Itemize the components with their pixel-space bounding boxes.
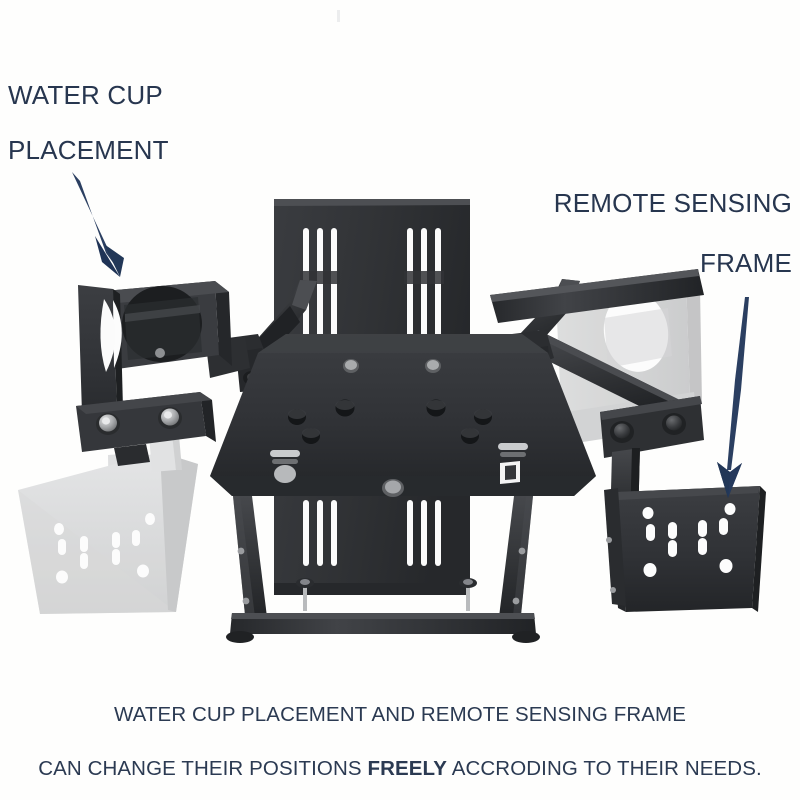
mounting-bolt <box>96 413 120 435</box>
remote-sensing-frame-plate-right <box>600 396 766 612</box>
arrow-down-icon <box>717 297 749 498</box>
caption-line-2: CAN CHANGE THEIR POSITIONS FREELY ACCROD… <box>0 757 800 781</box>
annotation-remote-sensing-line1: REMOTE SENSING <box>553 188 792 218</box>
caption-line2-before: CAN CHANGE THEIR POSITIONS <box>38 757 368 780</box>
mounting-bolt <box>158 407 182 429</box>
adjust-knob <box>459 578 477 611</box>
arrow-down-right-icon <box>72 172 124 277</box>
base-frame-legs <box>226 496 540 643</box>
annotation-remote-sensing-line2: FRAME <box>700 248 792 278</box>
cup-holder-bracket-left <box>76 281 232 466</box>
caption-emphasis-freely: FREELY <box>367 757 448 780</box>
adjust-knob <box>296 578 314 611</box>
annotation-water-cup-line2: PLACEMENT <box>8 135 169 165</box>
caption-line-1: WATER CUP PLACEMENT AND REMOTE SENSING F… <box>113 703 687 726</box>
seat-bolt <box>425 359 441 373</box>
seat-mounting-plate <box>210 334 596 497</box>
scan-artifact <box>337 10 340 22</box>
seat-bolt <box>343 359 359 373</box>
annotation-water-cup-line1: WATER CUP <box>8 80 163 110</box>
mounting-bolt <box>610 421 634 443</box>
caption-line2-after: ACCRODING TO THEIR NEEDS. <box>447 757 762 780</box>
mounting-bolt <box>662 413 686 435</box>
